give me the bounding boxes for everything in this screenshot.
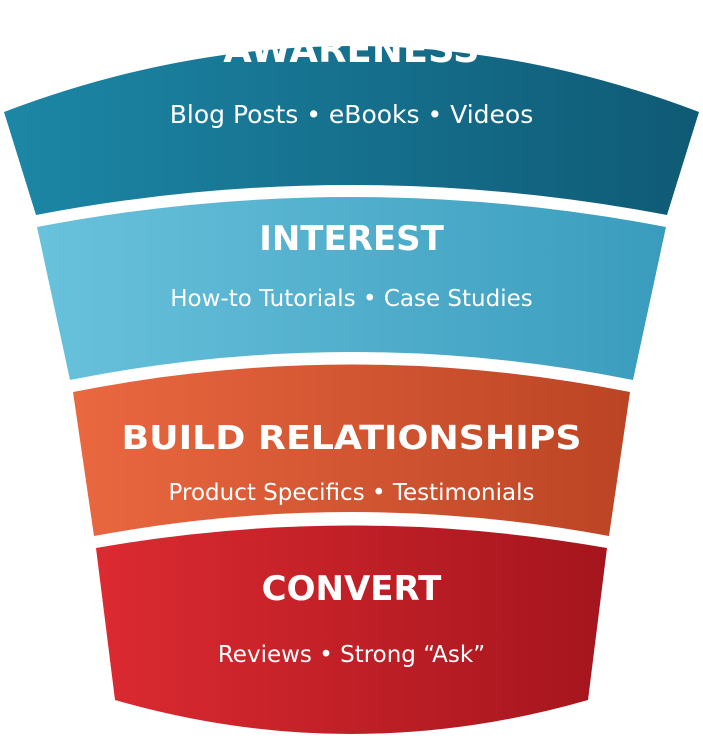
stage-convert-subtitle: Reviews • Strong “Ask” <box>218 642 485 668</box>
stage-awareness-title: AWARENESS <box>223 28 479 71</box>
stage-interest: INTEREST How-to Tutorials • Case Studies <box>37 197 666 380</box>
stage-convert: CONVERT Reviews • Strong “Ask” <box>96 525 607 734</box>
stage-build-relationships: BUILD RELATIONSHIPS Product Specifics • … <box>73 364 630 536</box>
stage-awareness-subtitle: Blog Posts • eBooks • Videos <box>170 100 534 129</box>
stage-interest-subtitle: How-to Tutorials • Case Studies <box>170 286 533 312</box>
stage-awareness: AWARENESS Blog Posts • eBooks • Videos <box>4 28 699 215</box>
stage-awareness-band <box>4 46 699 215</box>
stage-interest-title: INTEREST <box>259 219 444 259</box>
stage-build-relationships-subtitle: Product Specifics • Testimonials <box>169 480 535 506</box>
stage-interest-band <box>37 197 666 380</box>
stage-build-relationships-band <box>73 364 630 536</box>
stage-build-relationships-title: BUILD RELATIONSHIPS <box>122 418 582 457</box>
stage-convert-title: CONVERT <box>262 569 443 609</box>
stage-convert-band <box>96 525 607 734</box>
